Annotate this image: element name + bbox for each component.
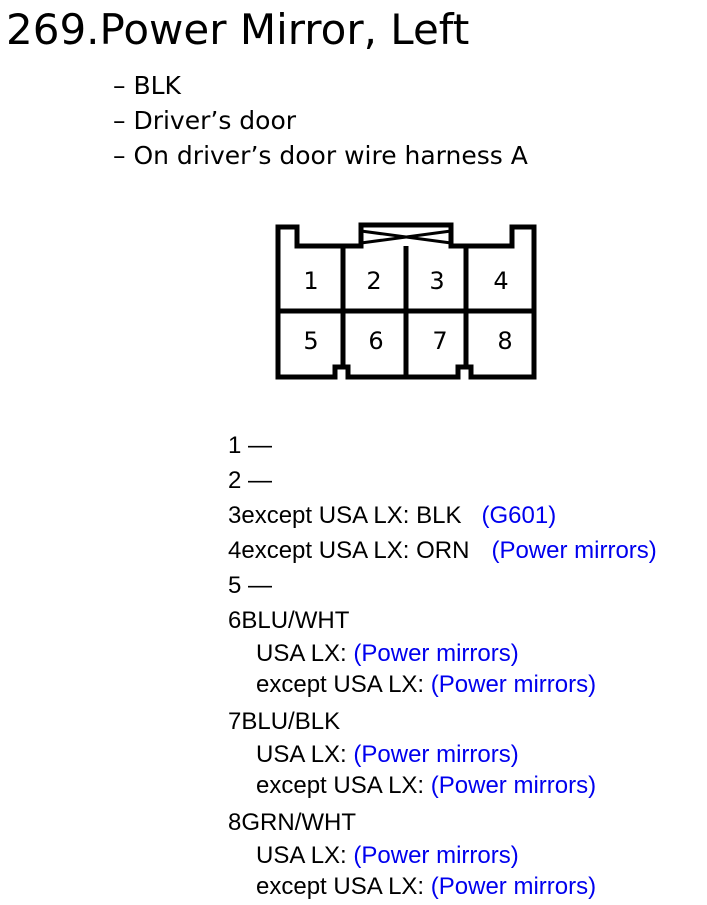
section-title: Power Mirror, Left [99, 5, 470, 54]
power-mirrors-link[interactable]: (Power mirrors) [430, 772, 597, 799]
power-mirrors-link[interactable]: (Power mirrors) [353, 741, 519, 768]
pin-row-6: 6BLU/WHT [228, 607, 350, 634]
power-mirrors-link[interactable]: (Power mirrors) [353, 640, 519, 667]
connector-diagram: 1 2 3 4 5 6 7 8 [275, 222, 537, 380]
page-title: 269.Power Mirror, Left [6, 2, 469, 58]
pin-desc: BLU/BLK [241, 708, 341, 735]
pin-label-6: 6 [368, 327, 383, 355]
section-number: 269. [6, 5, 100, 54]
pin-desc: GRN/WHT [241, 809, 357, 836]
g601-link[interactable]: (G601) [481, 502, 557, 529]
power-mirrors-link[interactable]: (Power mirrors) [491, 537, 657, 564]
pin-label-1: 1 [303, 267, 318, 295]
pin-row-5: 5 — [228, 572, 273, 599]
pin-8-usa-lx: USA LX: (Power mirrors) [256, 842, 519, 869]
pin-desc: — [241, 467, 273, 494]
pin-desc: except USA LX: ORN [241, 537, 470, 564]
pin-label-8: 8 [497, 327, 512, 355]
note-color: – BLK [113, 71, 181, 100]
note-harness: – On driver’s door wire harness A [113, 141, 528, 170]
power-mirrors-link[interactable]: (Power mirrors) [430, 873, 597, 900]
pin-label-4: 4 [493, 267, 508, 295]
power-mirrors-link[interactable]: (Power mirrors) [430, 671, 597, 698]
pin-8-except-usa-lx: except USA LX: (Power mirrors) [256, 873, 597, 900]
pin-label-2: 2 [366, 267, 381, 295]
connector-notes: – BLK – Driver’s door – On driver’s door… [113, 68, 528, 173]
pin-desc: — [241, 432, 273, 459]
note-location: – Driver’s door [113, 106, 297, 135]
pin-7-except-usa-lx: except USA LX: (Power mirrors) [256, 772, 597, 799]
pin-row-4: 4except USA LX: ORN(Power mirrors) [228, 537, 657, 564]
pin-6-except-usa-lx: except USA LX: (Power mirrors) [256, 671, 597, 698]
pin-6-usa-lx: USA LX: (Power mirrors) [256, 640, 519, 667]
pin-row-1: 1 — [228, 432, 273, 459]
pin-row-3: 3except USA LX: BLK(G601) [228, 502, 557, 529]
pin-desc: except USA LX: BLK [241, 502, 462, 529]
latch-x-icon [360, 229, 452, 245]
pin-label-5: 5 [303, 327, 318, 355]
pin-label-7: 7 [432, 327, 447, 355]
connector-outline [275, 222, 537, 380]
pin-label-3: 3 [429, 267, 444, 295]
pin-row-8: 8GRN/WHT [228, 809, 357, 836]
pin-desc: BLU/WHT [241, 607, 350, 634]
pin-row-7: 7BLU/BLK [228, 708, 341, 735]
power-mirrors-link[interactable]: (Power mirrors) [353, 842, 519, 869]
pin-list: 1 — 2 — 3except USA LX: BLK(G601) 4excep… [228, 428, 657, 902]
pin-row-2: 2 — [228, 467, 273, 494]
pin-desc: — [241, 572, 273, 599]
pin-7-usa-lx: USA LX: (Power mirrors) [256, 741, 519, 768]
